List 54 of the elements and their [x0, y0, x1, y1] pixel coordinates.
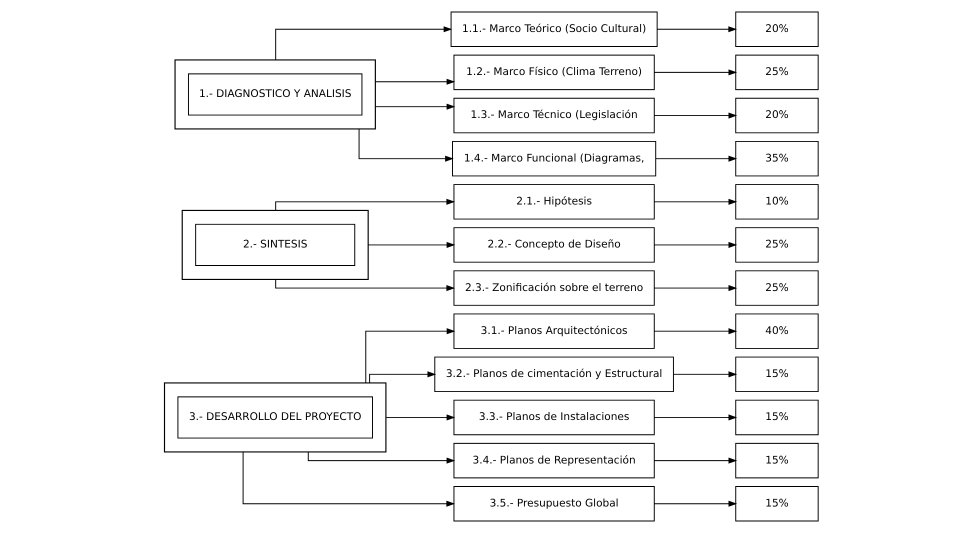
- arrow: [654, 500, 738, 507]
- node-box: 1.1.- Marco Teórico (Socio Cultural): [450, 12, 658, 48]
- node-box: 15%: [735, 400, 819, 436]
- arrow: [654, 285, 738, 292]
- cluster: [164, 382, 386, 453]
- arrow: [654, 414, 738, 420]
- node-box: 1.- DIAGNOSTICO Y ANALISIS: [188, 73, 362, 116]
- arrow: [654, 112, 738, 119]
- node-box: 1.3.- Marco Técnico (Legislación: [453, 98, 655, 134]
- arrow: [374, 104, 456, 110]
- node-box: 2.1.- Hipótesis: [453, 184, 655, 220]
- node-box: 25%: [735, 270, 819, 306]
- node-box: 40%: [735, 313, 819, 349]
- node-box: 3.2.- Planos de cimentación y Estructural: [434, 356, 674, 392]
- arrow: [275, 278, 456, 292]
- arrow: [374, 78, 456, 85]
- arrow: [656, 26, 737, 32]
- arrow: [308, 451, 456, 464]
- arrow: [654, 69, 738, 76]
- arrow: [655, 156, 738, 162]
- node-box: 15%: [735, 486, 819, 522]
- arrow: [275, 198, 456, 211]
- node-box: 3.3.- Planos de Instalaciones: [453, 400, 655, 436]
- node-box: 15%: [735, 442, 819, 478]
- node-box: 2.3.- Zonificación sobre el terreno: [453, 270, 655, 306]
- arrow: [242, 451, 456, 507]
- node-box: 20%: [735, 12, 819, 48]
- node-box: 2.2.- Concepto de Diseño: [453, 227, 655, 263]
- node-box: 2.- SINTESIS: [195, 224, 356, 266]
- arrow: [654, 198, 738, 205]
- node-box: 3.5.- Presupuesto Global: [453, 486, 655, 522]
- node-box: 35%: [735, 140, 819, 176]
- node-box: 25%: [735, 54, 819, 90]
- node-box: 3.4.- Planos de Representación: [453, 442, 655, 478]
- node-box: 10%: [735, 184, 819, 220]
- node-box: 3.1.- Planos Arquitectónicos: [453, 313, 655, 349]
- node-box: 3.- DESARROLLO DEL PROYECTO: [177, 396, 373, 439]
- node-box: 15%: [735, 356, 819, 392]
- arrow: [369, 371, 436, 384]
- arrow: [358, 128, 454, 162]
- arrow: [385, 414, 456, 420]
- arrow: [654, 458, 738, 464]
- arrow: [654, 328, 738, 334]
- cluster: [174, 59, 376, 130]
- arrow: [365, 328, 456, 384]
- arrow: [368, 242, 456, 248]
- arrow: [654, 242, 738, 248]
- node-box: 20%: [735, 98, 819, 134]
- node-box: 25%: [735, 227, 819, 263]
- cluster: [182, 210, 369, 280]
- arrow: [275, 26, 452, 60]
- arrow: [673, 371, 738, 378]
- node-box: 1.4.- Marco Funcional (Diagramas,: [452, 140, 656, 176]
- node-box: 1.2.- Marco Físico (Clima Terreno): [453, 54, 655, 90]
